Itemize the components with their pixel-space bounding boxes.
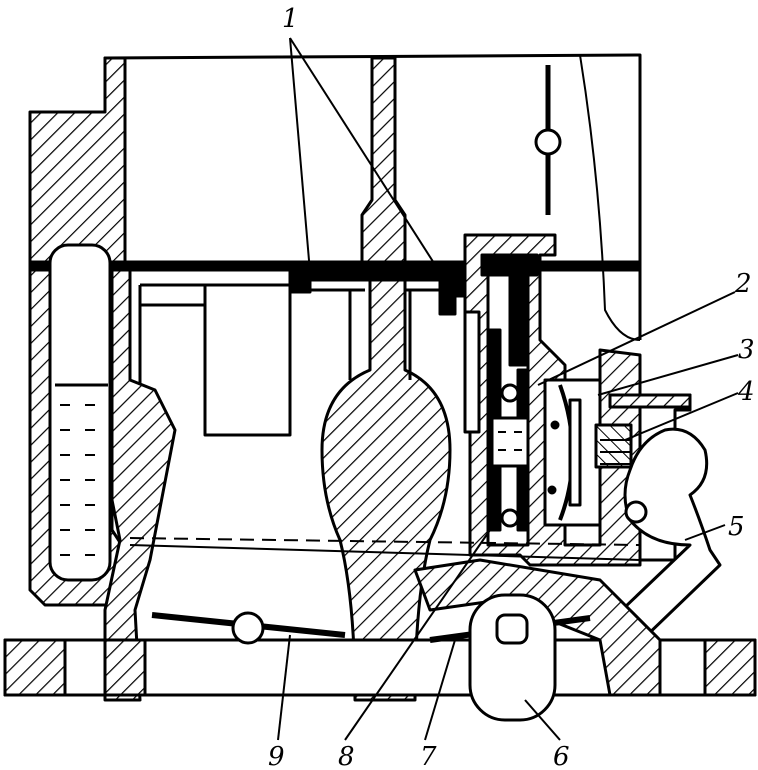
pump-check-ball-lower bbox=[500, 508, 520, 528]
left-upper-wall bbox=[28, 56, 127, 264]
label-7: 7 bbox=[420, 742, 437, 770]
lever-pivot bbox=[624, 500, 648, 524]
label-6: 6 bbox=[553, 742, 570, 770]
left-barrel-wall bbox=[103, 268, 177, 702]
label-4: 4 bbox=[737, 377, 755, 407]
leader-2 bbox=[537, 291, 736, 386]
adjusting-screw bbox=[594, 423, 633, 469]
label-9: 9 bbox=[268, 742, 285, 770]
label-3: 3 bbox=[738, 335, 755, 365]
emulsion-channel bbox=[288, 266, 482, 282]
small-venturi bbox=[203, 283, 292, 437]
cam-6 bbox=[468, 593, 557, 722]
label-5: 5 bbox=[728, 512, 745, 542]
float-chamber bbox=[48, 243, 112, 582]
leader-6 bbox=[524, 699, 561, 741]
label-1: 1 bbox=[282, 4, 299, 34]
pump-nozzle bbox=[463, 310, 481, 434]
throttle-shaft-primary bbox=[231, 611, 265, 645]
central-venturi bbox=[320, 278, 452, 702]
leader-1a bbox=[289, 37, 311, 273]
leader-3 bbox=[597, 354, 739, 396]
label-2: 2 bbox=[734, 269, 752, 299]
dashed-fuel-line bbox=[129, 537, 641, 546]
leader-9 bbox=[277, 634, 291, 741]
fuel-dashes bbox=[60, 404, 95, 556]
leader-5 bbox=[684, 524, 726, 541]
leader-4 bbox=[624, 392, 739, 441]
pump-plunger bbox=[490, 416, 530, 468]
leader-8 bbox=[344, 529, 491, 741]
label-8: 8 bbox=[338, 742, 355, 770]
leader-7 bbox=[424, 639, 456, 741]
pump-check-ball-upper bbox=[500, 383, 520, 403]
leader-1b bbox=[289, 37, 449, 286]
